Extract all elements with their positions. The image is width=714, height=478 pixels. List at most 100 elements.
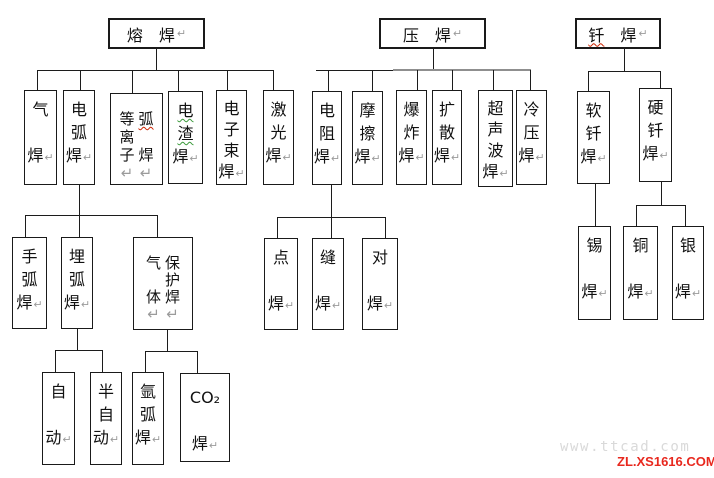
node-soft-soldering-label: 软钎焊↵: [580, 101, 607, 166]
connector-arc-stem: [79, 185, 80, 215]
node-hard-brazing-label: 硬钎焊↵: [642, 98, 669, 163]
connector-submerged-stem: [77, 329, 78, 350]
connector-drop: [157, 215, 158, 238]
connector-drop: [197, 351, 198, 374]
node-ultrasonic-welding: 超声波焊↵: [478, 90, 513, 187]
connector-drop: [79, 215, 80, 238]
node-hard-brazing: 硬钎焊↵: [639, 88, 672, 182]
connector-drop: [55, 350, 56, 373]
node-argon-arc-welding: 氩弧焊↵: [132, 372, 164, 465]
node-brazing: 钎 焊 ↵: [575, 18, 661, 49]
node-copper-brazing: 铜焊↵: [623, 226, 658, 320]
node-resistance-welding-label: 电阻焊↵: [313, 101, 341, 166]
node-tin-soldering: 锡焊↵: [578, 226, 611, 320]
connector-drop: [80, 70, 81, 91]
connector-drop: [493, 70, 494, 91]
connector-brazing-bus: [588, 71, 661, 72]
node-arc-welding-label: 电弧焊↵: [65, 100, 93, 165]
node-submerged-arc-welding: 埋弧焊↵: [61, 237, 93, 329]
node-laser-welding: 激光焊↵: [263, 90, 294, 185]
paragraph-mark: ↵: [176, 27, 187, 40]
connector-drop: [530, 70, 531, 91]
node-seam-welding: 缝焊↵: [312, 238, 344, 330]
connector-drop: [277, 217, 278, 239]
node-fusion-welding-label: 熔: [126, 25, 143, 45]
node-soft-soldering: 软钎焊↵: [577, 91, 610, 184]
node-diffusion-welding-label: 扩散焊↵: [433, 100, 461, 165]
node-explosion-welding-label: 爆炸焊↵: [398, 100, 425, 165]
node-semi-automatic: 半自动↵: [90, 372, 122, 465]
node-friction-welding: 摩擦焊↵: [352, 91, 383, 185]
connector-drop: [102, 350, 103, 373]
node-electron-beam-welding-label: 电子束焊↵: [218, 99, 245, 181]
connector-fusion-bus: [37, 70, 274, 71]
node-gas-welding-label: 气焊↵: [27, 100, 54, 165]
connector-brazing-stem: [624, 47, 625, 71]
node-spot-welding: 点焊↵: [264, 238, 298, 330]
connector-resistance-stem: [331, 185, 332, 217]
paragraph-mark: ↵: [638, 27, 648, 40]
node-gas-shielded-welding-label: 气体↵ 保护焊↵: [145, 254, 181, 323]
connector-drop: [417, 70, 418, 91]
connector-drop: [372, 70, 373, 92]
node-semi-automatic-label: 半自动↵: [92, 382, 120, 447]
node-arc-welding: 电弧焊↵: [63, 90, 95, 185]
node-argon-arc-welding-label: 氩弧焊↵: [134, 382, 162, 447]
connector-hard-braze-stem: [661, 182, 662, 205]
connector-submerged-bus: [55, 350, 103, 351]
connector-drop: [273, 70, 274, 91]
node-butt-welding: 对焊↵: [362, 238, 398, 330]
connector-pressure-bus-gray: [393, 69, 531, 71]
connector-drop: [37, 70, 38, 91]
node-pressure-welding: 压 焊 ↵: [379, 18, 486, 49]
node-ultrasonic-welding-label: 超声波焊↵: [482, 99, 509, 181]
node-explosion-welding: 爆炸焊↵: [396, 90, 427, 185]
watermark-ttcad: www.ttcad.com: [560, 439, 691, 455]
connector-hard-braze-bus: [636, 205, 686, 206]
node-automatic-label: 自动↵: [45, 382, 72, 447]
watermark-zlxs1616: ZL.XS1616.COM: [617, 454, 714, 469]
connector-drop: [636, 205, 637, 227]
connector-drop: [385, 217, 386, 239]
connector-arc-bus: [25, 215, 158, 216]
connector-drop: [331, 217, 332, 239]
node-butt-welding-label: 对焊↵: [366, 248, 394, 313]
connector-drop: [452, 70, 453, 91]
node-manual-arc-welding-label: 手弧焊↵: [16, 247, 43, 312]
paragraph-mark: ↵: [452, 27, 463, 40]
node-copper-brazing-label: 铜焊↵: [627, 236, 654, 301]
node-brazing-label: 钎: [588, 25, 605, 45]
connector-drop: [178, 70, 179, 92]
node-automatic: 自动↵: [42, 372, 75, 465]
connector-drop: [328, 70, 329, 92]
node-plasma-arc-welding-label: 等离子↵ 弧焊↵: [119, 110, 154, 182]
node-pressure-welding-label: 压: [402, 25, 419, 45]
connector-pressure-stem: [433, 48, 434, 70]
node-cold-pressure-welding-label: 冷压焊↵: [518, 100, 545, 165]
node-gas-shielded-welding: 气体↵ 保护焊↵: [133, 237, 193, 330]
connector-drop: [227, 70, 228, 91]
node-spot-welding-label: 点焊↵: [267, 248, 295, 313]
node-submerged-arc-welding-label: 埋弧焊↵: [63, 247, 91, 312]
node-fusion-welding: 熔 焊 ↵: [108, 18, 205, 49]
node-electroslag-welding: 电渣焊↵: [168, 91, 203, 184]
node-electroslag-welding-label: 电渣焊↵: [172, 101, 199, 166]
node-plasma-arc-welding: 等离子↵ 弧焊↵: [110, 93, 163, 185]
node-tin-soldering-label: 锡焊↵: [581, 236, 608, 301]
connector-drop: [25, 215, 26, 238]
node-silver-brazing: 银焊↵: [672, 226, 704, 320]
connector-drop: [660, 71, 661, 89]
node-silver-brazing-label: 银焊↵: [674, 236, 702, 301]
connector-soft-solder-stem: [595, 184, 596, 227]
connector-drop: [685, 205, 686, 227]
node-manual-arc-welding: 手弧焊↵: [12, 237, 47, 329]
connector-drop: [132, 70, 133, 94]
connector-fusion-stem: [156, 48, 157, 70]
node-gas-welding: 气焊↵: [24, 90, 57, 185]
connector-gas-shield-bus: [145, 351, 198, 352]
node-friction-welding-label: 摩擦焊↵: [354, 101, 381, 166]
node-electron-beam-welding: 电子束焊↵: [216, 90, 247, 185]
